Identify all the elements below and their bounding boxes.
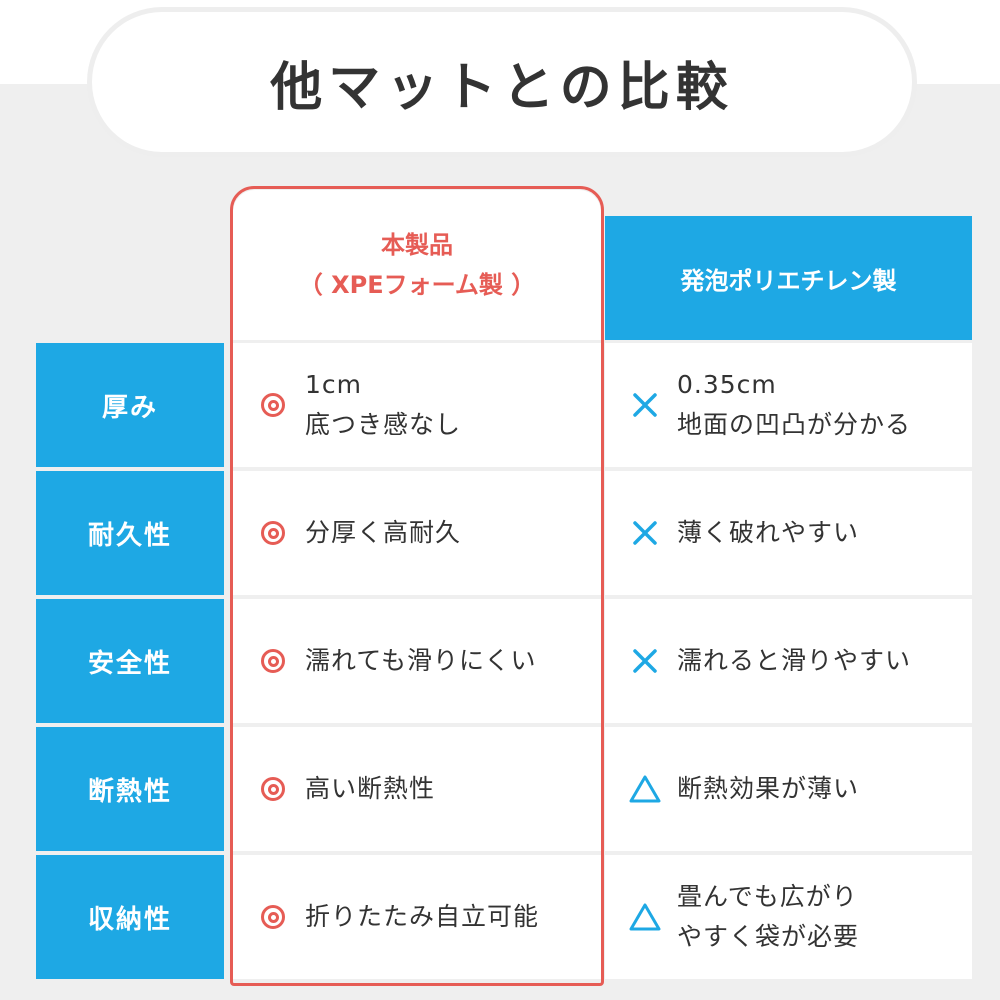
other-cell-text: 0.35cm 地面の凹凸が分かる [677,370,912,439]
own-cell: 高い断熱性 [233,727,601,851]
table-row: 厚み 1cm 底つき感なし 0.35cm 地面の凹凸が分かる [0,343,1000,467]
other-cell: 畳んでも広がり やすく袋が必要 [605,855,972,979]
title-banner: 他マットとの比較 [92,12,912,152]
own-cell: 分厚く高耐久 [233,471,601,595]
triangle-icon [623,902,667,932]
own-cell-text: 1cm 底つき感なし [305,370,462,439]
other-product-name: 発泡ポリエチレン製 [680,266,897,295]
triangle-icon [623,774,667,804]
own-product-name: 本製品 [381,231,453,259]
other-cell: 薄く破れやすい [605,471,972,595]
own-cell: 濡れても滑りにくい [233,599,601,723]
table-row: 収納性 折りたたみ自立可能 畳んでも広がり やすく袋が必要 [0,855,1000,979]
double-circle-icon [251,649,295,673]
cross-icon [623,648,667,674]
own-product-header: 本製品 （ XPEフォーム製 ） [233,190,601,340]
row-label: 断熱性 [36,727,224,851]
other-cell-text: 濡れると滑りやすい [677,646,912,675]
own-cell: 1cm 底つき感なし [233,343,601,467]
cross-icon [623,520,667,546]
other-cell: 濡れると滑りやすい [605,599,972,723]
table-row: 断熱性 高い断熱性 断熱効果が薄い [0,727,1000,851]
cross-icon [623,392,667,418]
other-cell: 0.35cm 地面の凹凸が分かる [605,343,972,467]
double-circle-icon [251,905,295,929]
other-cell: 断熱効果が薄い [605,727,972,851]
other-product-header: 発泡ポリエチレン製 [605,216,972,340]
row-label: 耐久性 [36,471,224,595]
double-circle-icon [251,777,295,801]
own-cell-text: 濡れても滑りにくい [305,646,537,675]
table-row: 耐久性 分厚く高耐久 薄く破れやすい [0,471,1000,595]
own-cell-text: 折りたたみ自立可能 [305,902,540,931]
own-cell-text: 分厚く高耐久 [305,518,462,547]
double-circle-icon [251,393,295,417]
other-cell-text: 断熱効果が薄い [677,774,860,803]
own-cell: 折りたたみ自立可能 [233,855,601,979]
row-label: 厚み [36,343,224,467]
other-cell-text: 薄く破れやすい [677,518,860,547]
double-circle-icon [251,521,295,545]
table-row: 安全性 濡れても滑りにくい 濡れると滑りやすい [0,599,1000,723]
row-label: 安全性 [36,599,224,723]
page-title: 他マットとの比較 [270,57,734,118]
own-cell-text: 高い断熱性 [305,774,436,803]
other-cell-text: 畳んでも広がり やすく袋が必要 [677,882,860,951]
own-product-material: （ XPEフォーム製 ） [298,271,536,299]
row-label: 収納性 [36,855,224,979]
